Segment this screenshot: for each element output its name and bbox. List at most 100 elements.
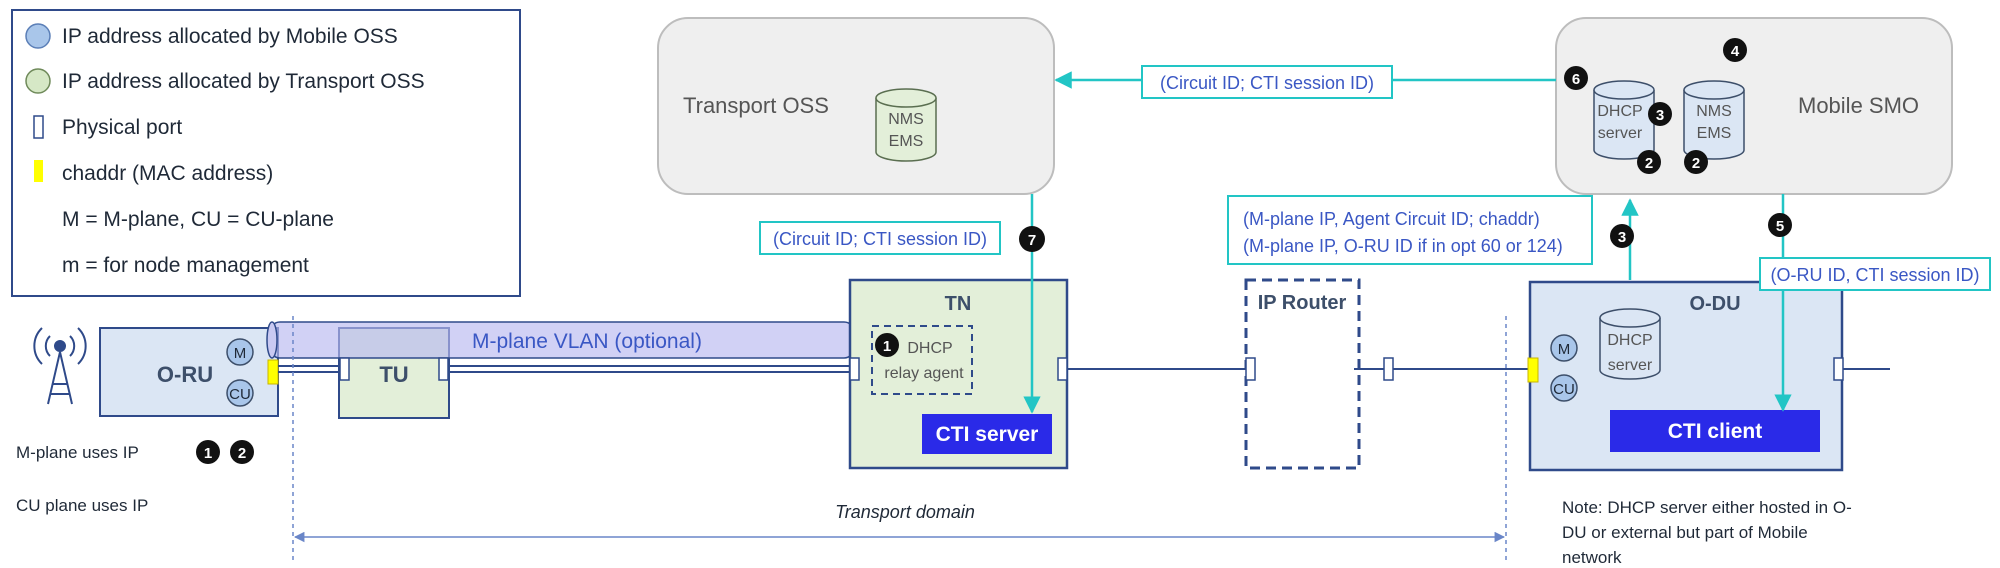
- step-badge: [1637, 150, 1661, 174]
- oru-box[interactable]: O-RU M CU: [99, 327, 279, 417]
- database-icon: [875, 88, 937, 162]
- smo-dhcp-label: DHCP: [1597, 103, 1642, 120]
- step-badge: [875, 333, 899, 357]
- step-badge: [1648, 102, 1672, 126]
- transport-domain-span: Transport domain: [292, 316, 1507, 562]
- step-badges: 6 4 3 2 2 7 3 5 1 1 2: [196, 38, 1792, 464]
- port-icon: [339, 357, 350, 381]
- svg-text:2: 2: [1692, 155, 1700, 172]
- tu-title: TU: [379, 362, 408, 387]
- svg-text:1: 1: [204, 445, 212, 462]
- dhcp-note: Note: DHCP server either hosted in O- DU…: [1562, 498, 1852, 567]
- msg-router-smo: (M-plane IP, Agent Circuit ID; chaddr) (…: [1227, 195, 1593, 265]
- msg-text: (Circuit ID; CTI session ID): [1160, 73, 1374, 93]
- port-icon: [849, 357, 860, 381]
- step-badge: [196, 440, 220, 464]
- port-icon: [1383, 357, 1394, 381]
- odu-title: O-DU: [1689, 293, 1740, 315]
- legend-green-circle-icon: [25, 68, 51, 94]
- odu-dhcp-label: server: [1608, 357, 1653, 374]
- legend-item: IP address allocated by Transport OSS: [62, 70, 425, 93]
- oru-m-label: M: [234, 345, 247, 362]
- tn-title: TN: [945, 293, 972, 315]
- smo-nms-label: EMS: [1697, 125, 1732, 142]
- cti-server-label: CTI server: [936, 423, 1039, 446]
- database-icon: [1683, 80, 1745, 160]
- odu-m-badge: [1550, 334, 1578, 362]
- legend-item: Physical port: [62, 116, 182, 139]
- legend-item: IP address allocated by Mobile OSS: [62, 25, 398, 48]
- svg-text:7: 7: [1028, 232, 1036, 249]
- ip-router-title: IP Router: [1258, 292, 1347, 314]
- mplane-note: M-plane uses IP: [16, 443, 139, 462]
- legend-item: m = for node management: [62, 254, 309, 277]
- svg-text:3: 3: [1618, 229, 1626, 246]
- relay-label: DHCP: [907, 340, 952, 357]
- step-badge: [1019, 226, 1045, 252]
- oru-cu-badge: [226, 379, 254, 407]
- transport-domain-label: Transport domain: [835, 502, 975, 522]
- relay-label: relay agent: [884, 365, 964, 382]
- step-badge: [1768, 213, 1792, 237]
- port-icon: [1057, 357, 1068, 381]
- mplane-vlan-pipe: M-plane VLAN (optional): [266, 321, 855, 359]
- transport-oss-db-label: EMS: [889, 133, 924, 150]
- legend-item: chaddr (MAC address): [62, 162, 273, 185]
- step-badge: [1684, 150, 1708, 174]
- cti-client-box[interactable]: [1610, 410, 1820, 452]
- dhcp-relay-box: [871, 325, 973, 395]
- svg-text:2: 2: [238, 445, 246, 462]
- odu-m-label: M: [1558, 341, 1571, 358]
- cti-client-label: CTI client: [1668, 420, 1763, 443]
- step-badge: [230, 440, 254, 464]
- odu-cu-label: CU: [1553, 381, 1575, 398]
- oru-cu-label: CU: [229, 386, 251, 403]
- cti-server-box[interactable]: [922, 414, 1052, 454]
- mobile-smo-title: Mobile SMO: [1798, 93, 1919, 118]
- port-icon: [1833, 357, 1844, 381]
- cuplane-note: CU plane uses IP: [16, 496, 148, 515]
- legend: IP address allocated by Mobile OSS IP ad…: [11, 9, 521, 297]
- odu-chaddr-marker: [1527, 357, 1539, 383]
- database-icon: [1593, 80, 1655, 160]
- msg-oss-smo: (Circuit ID; CTI session ID): [1141, 65, 1393, 99]
- port-icon: [1245, 357, 1256, 381]
- legend-item: M = M-plane, CU = CU-plane: [62, 208, 334, 231]
- antenna-icon: [33, 327, 87, 405]
- msg-text: (Circuit ID; CTI session ID): [773, 229, 987, 249]
- oru-title: O-RU: [157, 362, 213, 387]
- physical-ports: [339, 357, 1844, 381]
- odu-box[interactable]: O-DU M CU DHCP server CTI client: [1528, 280, 1844, 472]
- svg-text:3: 3: [1656, 107, 1664, 124]
- svg-text:4: 4: [1731, 43, 1740, 60]
- oru-m-badge: [226, 338, 254, 366]
- svg-text:6: 6: [1572, 71, 1580, 88]
- port-icon: [438, 357, 449, 381]
- oru-chaddr-marker: [267, 359, 279, 385]
- msg-text: (M-plane IP, Agent Circuit ID; chaddr): [1243, 209, 1540, 229]
- msg-text: (O-RU ID, CTI session ID): [1770, 265, 1979, 285]
- transport-oss-box[interactable]: Transport OSS NMS EMS: [657, 17, 1055, 195]
- step-badge: [1723, 38, 1747, 62]
- ip-router-box[interactable]: IP Router: [1244, 278, 1361, 470]
- tn-box[interactable]: TN DHCP relay agent CTI server: [848, 278, 1069, 470]
- transport-oss-title: Transport OSS: [683, 93, 829, 118]
- step-badge: [1610, 224, 1634, 248]
- smo-nms-label: NMS: [1696, 103, 1732, 120]
- database-icon: [1599, 308, 1661, 380]
- legend-chaddr-icon: [34, 160, 43, 182]
- msg-smo-odu: (O-RU ID, CTI session ID): [1759, 257, 1991, 291]
- svg-text:Note: DHCP server either hoste: Note: DHCP server either hosted in O-: [1562, 498, 1852, 517]
- transport-oss-db-label: NMS: [888, 111, 924, 128]
- svg-text:1: 1: [883, 338, 891, 355]
- mobile-smo-box[interactable]: Mobile SMO DHCP server NMS EMS: [1555, 17, 1953, 195]
- odu-cu-badge: [1550, 374, 1578, 402]
- legend-blue-circle-icon: [25, 23, 51, 49]
- msg-oss-tn: (Circuit ID; CTI session ID): [759, 221, 1001, 255]
- svg-text:network: network: [1562, 548, 1622, 567]
- legend-port-icon: [33, 115, 44, 139]
- svg-text:2: 2: [1645, 155, 1653, 172]
- step-badge: [1564, 66, 1588, 90]
- odu-dhcp-label: DHCP: [1607, 332, 1652, 349]
- msg-text: (M-plane IP, O-RU ID if in opt 60 or 124…: [1243, 236, 1563, 256]
